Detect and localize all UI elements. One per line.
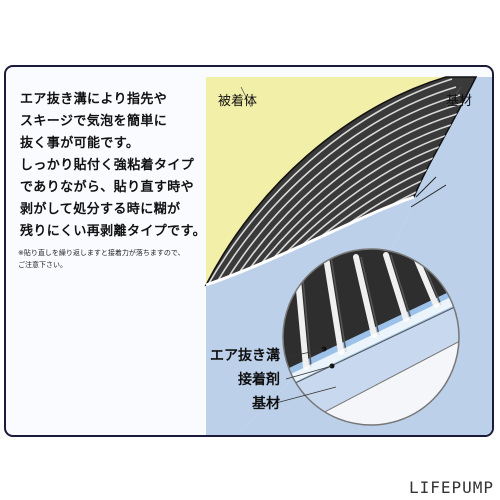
film-leader-a <box>415 176 437 198</box>
illustration-panel: エア抜き溝により指先や スキージで気泡を簡単に 抜く事が可能です。 しっかり貼付… <box>4 65 494 437</box>
groove-leader <box>287 348 325 358</box>
cover-leader <box>240 86 252 108</box>
cross-section <box>283 249 459 425</box>
groove-label: エア抜き溝 <box>210 348 280 364</box>
film-leader-b <box>410 184 447 208</box>
base-layer-leader <box>275 386 337 404</box>
caution-note: ※貼り直しを繰り返しますと接着力が落ちますので、 ご注意下さい。 <box>18 249 185 269</box>
cover-region <box>206 77 446 285</box>
adhesive-leader <box>285 365 333 380</box>
product-description: エア抜き溝により指先や スキージで気泡を簡単に 抜く事が可能です。 しっかり貼付… <box>20 92 207 239</box>
peel-diagram <box>204 76 492 435</box>
base-layer-label: 基材 <box>252 396 280 412</box>
magnifier-ring <box>282 248 460 426</box>
cover-label: 被着体 <box>218 94 258 109</box>
base-leader <box>445 86 462 108</box>
brand-watermark: LIFEPUMP <box>408 478 494 497</box>
adhesive-label: 接着剤 <box>238 372 280 388</box>
base-label-top: 基材 <box>446 94 473 109</box>
film-edge <box>205 195 415 287</box>
